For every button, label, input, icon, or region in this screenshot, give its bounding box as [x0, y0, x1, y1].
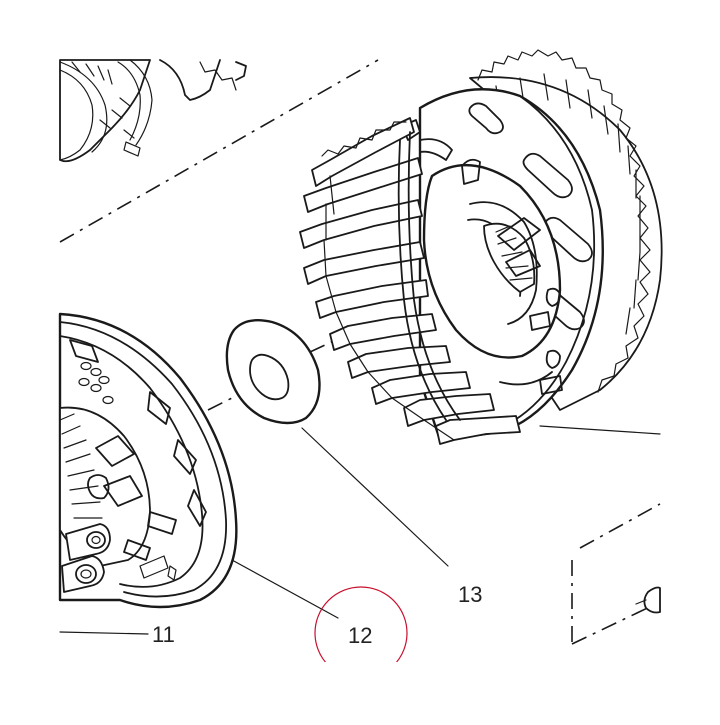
small-part-partial [635, 586, 661, 614]
callout-13: 13 [458, 582, 482, 607]
clutch-plates-partial [59, 59, 247, 163]
clutch-basket [299, 49, 663, 445]
pressure-plate-partial [58, 312, 339, 619]
highlight-circle-mask [300, 662, 420, 692]
leader-line-11 [59, 631, 149, 635]
thrust-washer [225, 319, 449, 567]
callout-11: 11 [152, 622, 175, 647]
callout-12: 12 [348, 623, 372, 648]
